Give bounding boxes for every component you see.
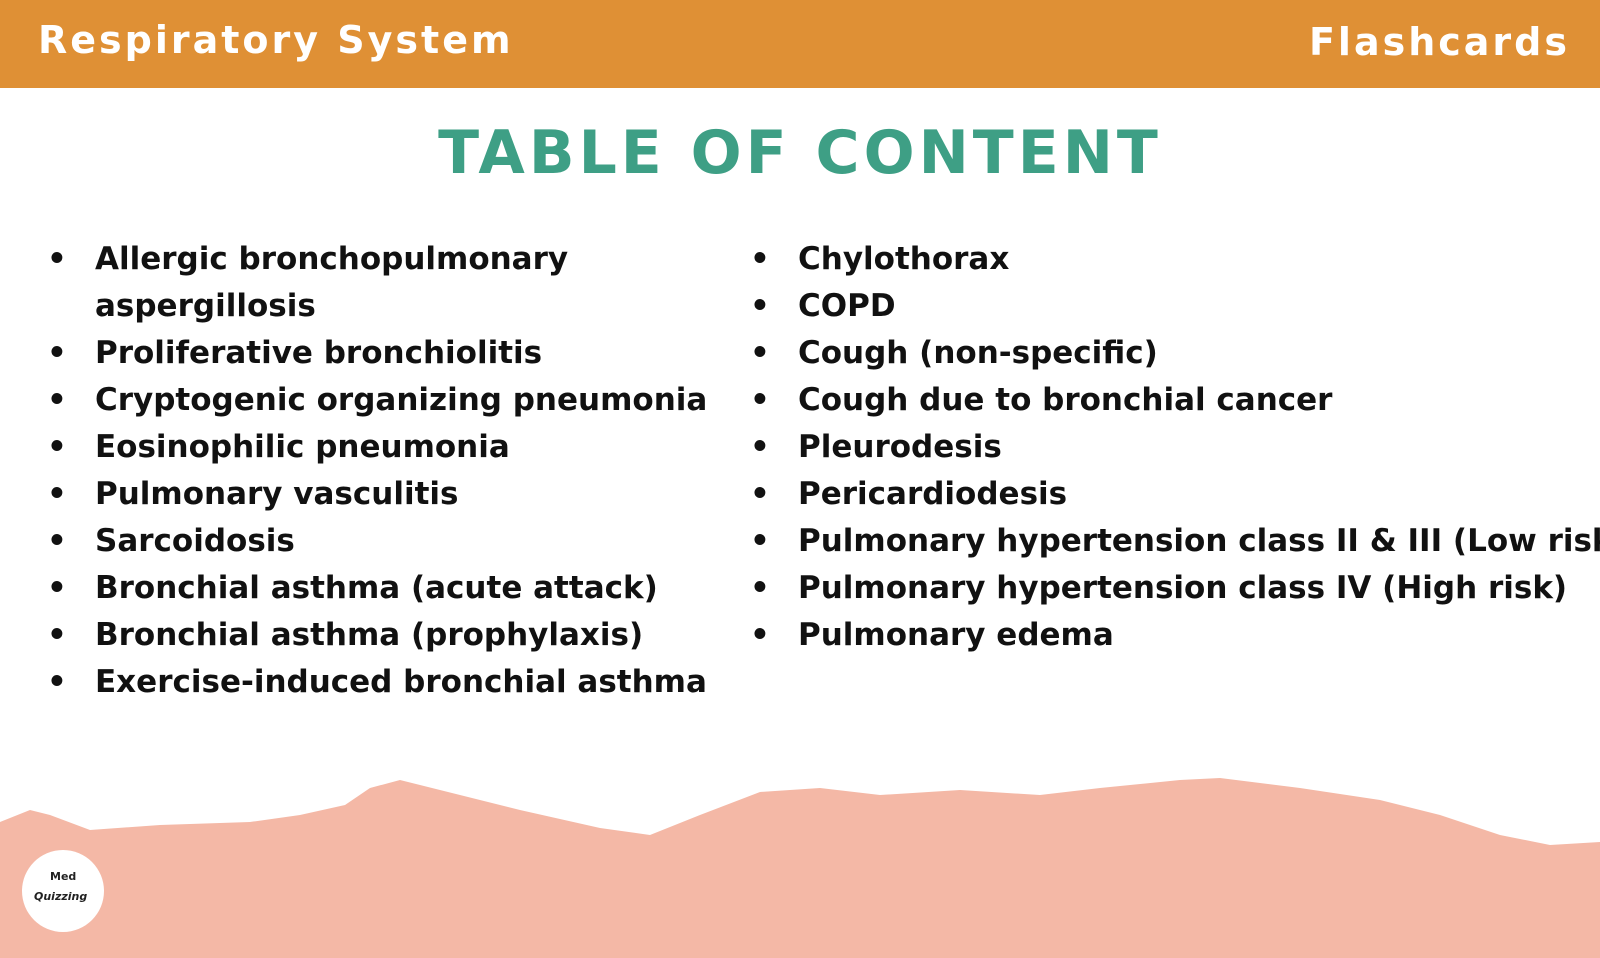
list-item: Pulmonary vasculitis (47, 471, 715, 518)
logo-line2: Quizzing (34, 890, 88, 903)
logo-line1: Med (50, 870, 77, 883)
list-item: Pleurodesis (750, 424, 1598, 471)
list-item: Pulmonary edema (750, 612, 1598, 659)
list-item: Eosinophilic pneumonia (47, 424, 715, 471)
toc-list-right: Chylothorax COPD Cough (non-specific) Co… (750, 236, 1600, 659)
decorative-hills (0, 778, 1600, 958)
list-item: Cryptogenic organizing pneumonia (47, 377, 715, 424)
list-item: Bronchial asthma (prophylaxis) (47, 612, 715, 659)
list-item: Bronchial asthma (acute attack) (47, 565, 715, 612)
page-title: TABLE OF CONTENT (438, 118, 1162, 188)
list-item: COPD (750, 283, 1598, 330)
flashcards-label: Flashcards (1308, 20, 1570, 64)
subject-title: Respiratory System (38, 18, 514, 62)
list-item: Pulmonary hypertension class II & III (L… (750, 518, 1600, 565)
list-item: Proliferative bronchiolitis (47, 330, 715, 377)
med-quizzing-logo: Med Quizzing (22, 850, 104, 932)
list-item: Sarcoidosis (47, 518, 715, 565)
list-item: Chylothorax (750, 236, 1598, 283)
list-item: Pulmonary hypertension class IV (High ri… (750, 565, 1598, 612)
list-item: Pericardiodesis (750, 471, 1598, 518)
list-item: Allergic bronchopulmonary aspergillosis (47, 236, 715, 330)
list-item: Cough (non-specific) (750, 330, 1598, 377)
list-item: Exercise-induced bronchial asthma (47, 659, 715, 706)
toc-list-left: Allergic bronchopulmonary aspergillosis … (47, 236, 715, 706)
list-item: Cough due to bronchial cancer (750, 377, 1598, 424)
header-bar: Respiratory System Flashcards (0, 0, 1600, 88)
